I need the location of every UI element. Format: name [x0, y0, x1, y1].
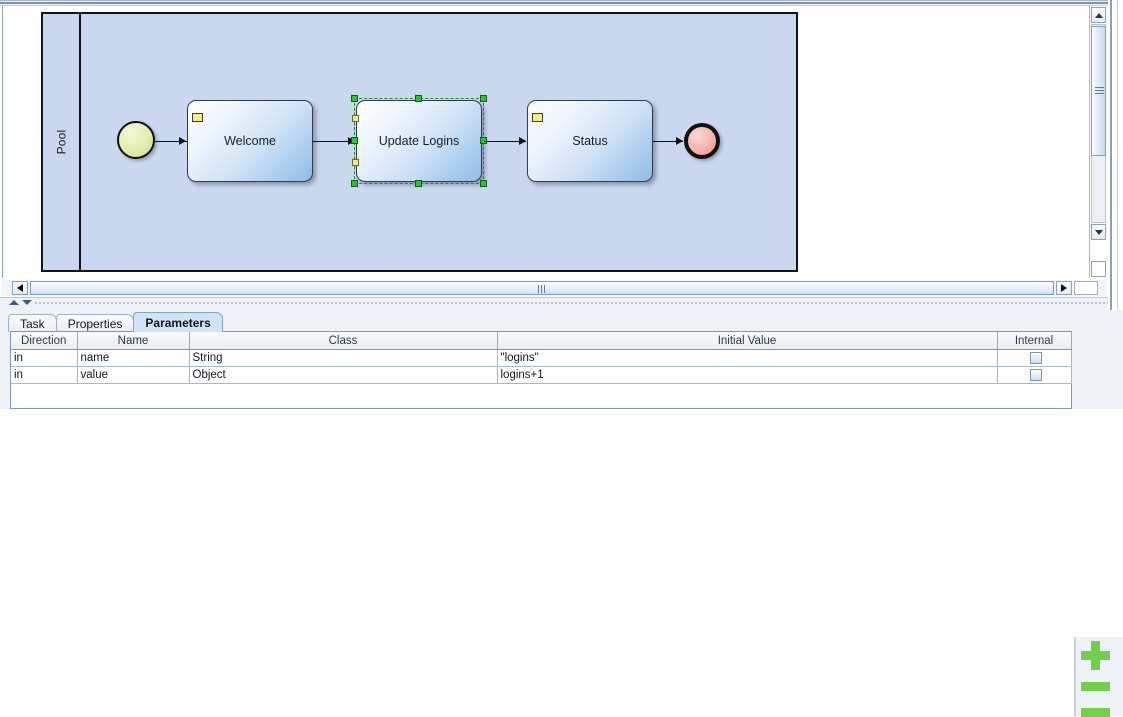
table-header-row: Direction Name Class Initial Value Inter…	[11, 332, 1072, 350]
tab-properties[interactable]: Properties	[55, 314, 135, 332]
parameter-action-buttons	[1074, 637, 1123, 717]
task-update-logins-label: Update Logins	[378, 134, 460, 148]
splitter-collapse-down-icon[interactable]	[22, 300, 32, 305]
tab-parameters[interactable]: Parameters	[133, 312, 223, 332]
vscroll-grip-icon	[1095, 87, 1104, 95]
cell-class[interactable]: Object	[189, 366, 498, 384]
task-marker-icon	[192, 113, 203, 122]
connect-handle-e[interactable]	[480, 137, 487, 144]
cell-initial-value[interactable]: "logins"	[497, 349, 998, 367]
pool-divider	[79, 14, 81, 270]
end-event-node[interactable]	[684, 123, 720, 159]
pool-label-text: Pool	[53, 129, 68, 155]
sequence-flow-1[interactable]	[155, 141, 187, 142]
triangle-left-icon	[17, 284, 23, 292]
start-event-node[interactable]	[117, 121, 155, 159]
panel-edge	[1074, 637, 1076, 716]
parameters-table-container[interactable]: Direction Name Class Initial Value Inter…	[10, 331, 1072, 409]
triangle-up-icon	[1094, 12, 1103, 18]
task-marker-handle-bottom[interactable]	[352, 159, 359, 166]
vscroll-thumb[interactable]	[1091, 26, 1106, 156]
canvas-horizontal-scrollbar[interactable]	[2, 280, 1106, 296]
vscroll-corner	[1091, 261, 1106, 277]
hscroll-thumb[interactable]	[30, 281, 1054, 295]
hscroll-corner	[1074, 281, 1098, 295]
column-header-direction[interactable]: Direction	[11, 332, 78, 350]
window-right-border	[1108, 0, 1123, 310]
cell-class[interactable]: String	[189, 349, 498, 367]
sequence-flow-2[interactable]	[313, 141, 355, 142]
sequence-flow-4-arrow	[676, 137, 683, 145]
pool-label: Pool	[43, 14, 79, 270]
resize-handle-nw[interactable]	[351, 95, 358, 102]
cell-internal[interactable]	[997, 349, 1072, 367]
cell-direction[interactable]: in	[11, 349, 78, 367]
remove-parameter-button[interactable]	[1081, 682, 1110, 691]
resize-handle-se[interactable]	[480, 180, 487, 187]
task-status[interactable]: Status	[527, 100, 653, 182]
triangle-right-icon	[1061, 284, 1067, 292]
task-welcome-label: Welcome	[224, 134, 276, 148]
column-header-initial-value[interactable]: Initial Value	[497, 332, 998, 350]
parameters-table: Direction Name Class Initial Value Inter…	[11, 332, 1072, 384]
tab-task-label: Task	[20, 316, 45, 331]
sequence-flow-3-arrow	[519, 137, 526, 145]
sequence-flow-4[interactable]	[653, 141, 683, 142]
diagram-canvas[interactable]: Pool Welcome Update Logins	[2, 6, 1090, 278]
resize-handle-ne[interactable]	[480, 95, 487, 102]
vscroll-down-button[interactable]	[1091, 224, 1106, 240]
sequence-flow-1-arrow	[179, 137, 186, 145]
column-header-name[interactable]: Name	[77, 332, 190, 350]
sequence-flow-3[interactable]	[484, 141, 526, 142]
hscroll-grip-icon	[538, 285, 547, 293]
column-header-internal[interactable]: Internal	[997, 332, 1072, 350]
internal-checkbox[interactable]	[1029, 368, 1042, 381]
cell-direction[interactable]: in	[11, 366, 78, 384]
properties-panel: Task Properties Parameters Direction Nam…	[0, 307, 1123, 717]
plus-icon	[1091, 641, 1100, 670]
selection-outline	[354, 98, 484, 184]
tab-task[interactable]: Task	[8, 314, 57, 332]
third-action-button[interactable]	[1081, 708, 1110, 717]
canvas-vertical-scrollbar[interactable]	[1089, 6, 1106, 278]
triangle-down-icon	[1094, 229, 1103, 235]
cell-initial-value[interactable]: logins+1	[497, 366, 998, 384]
cell-internal[interactable]	[997, 366, 1072, 384]
panel-splitter[interactable]	[0, 297, 1123, 307]
task-marker-icon	[532, 113, 543, 122]
task-welcome[interactable]: Welcome	[187, 100, 313, 182]
properties-tab-bar: Task Properties Parameters	[8, 312, 223, 332]
pool-container[interactable]: Pool Welcome Update Logins	[41, 12, 798, 272]
tab-properties-label: Properties	[67, 316, 123, 331]
hscroll-right-button[interactable]	[1056, 281, 1072, 295]
task-marker-handle-top[interactable]	[352, 115, 359, 122]
column-header-class[interactable]: Class	[189, 332, 498, 350]
cell-name[interactable]: value	[77, 366, 190, 384]
internal-checkbox[interactable]	[1029, 351, 1042, 364]
tab-parameters-label: Parameters	[145, 315, 211, 330]
resize-handle-sw[interactable]	[351, 180, 358, 187]
splitter-collapse-up-icon[interactable]	[9, 300, 19, 305]
table-row[interactable]: in value Object logins+1	[11, 366, 1072, 384]
splitter-grip-texture	[34, 302, 1119, 304]
hscroll-left-button[interactable]	[12, 281, 28, 295]
task-status-label: Status	[572, 134, 608, 148]
resize-handle-s[interactable]	[415, 180, 422, 187]
resize-handle-n[interactable]	[415, 95, 422, 102]
cell-name[interactable]: name	[77, 349, 190, 367]
vscroll-up-button[interactable]	[1091, 7, 1106, 23]
table-row[interactable]: in name String "logins"	[11, 349, 1072, 367]
connect-handle-w[interactable]	[351, 137, 358, 144]
window-top-border	[0, 0, 1123, 6]
